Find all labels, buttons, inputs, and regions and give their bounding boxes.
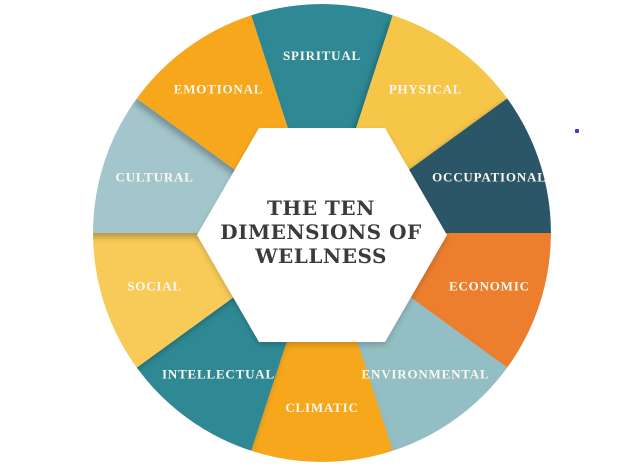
wedge-spiritual [251,4,393,233]
page-title: THE TEN DIMENSIONS OF WELLNESS [181,196,461,268]
title-line-2: DIMENSIONS OF [220,220,422,244]
wheel-labels: SPIRITUAL PHYSICAL OCCUPATIONAL ECONOMIC ENV… [116,48,547,415]
wedge-label-environmental: ENVIRONMENTAL [362,366,490,381]
title-line-1: THE TEN [267,196,375,220]
wedge-label-physical: PHYSICAL [389,82,463,97]
wedge-label-economic: ECONOMIC [449,278,530,293]
wedge-label-social: SOCIAL [127,278,182,293]
wedge-label-emotional: EMOTIONAL [174,82,264,97]
center-hexagon [197,128,447,342]
wedge-label-cultural: CULTURAL [116,170,194,185]
title-line-3: WELLNESS [255,244,387,268]
wedge-label-intellectual: INTELLECTUAL [162,366,275,381]
wedge-label-climatic: CLIMATIC [285,400,358,415]
wedge-climatic [251,233,393,462]
wedge-label-spiritual: SPIRITUAL [283,48,361,63]
wedge-label-occupational: OCCUPATIONAL [432,170,547,185]
stray-blue-dot [575,129,579,133]
